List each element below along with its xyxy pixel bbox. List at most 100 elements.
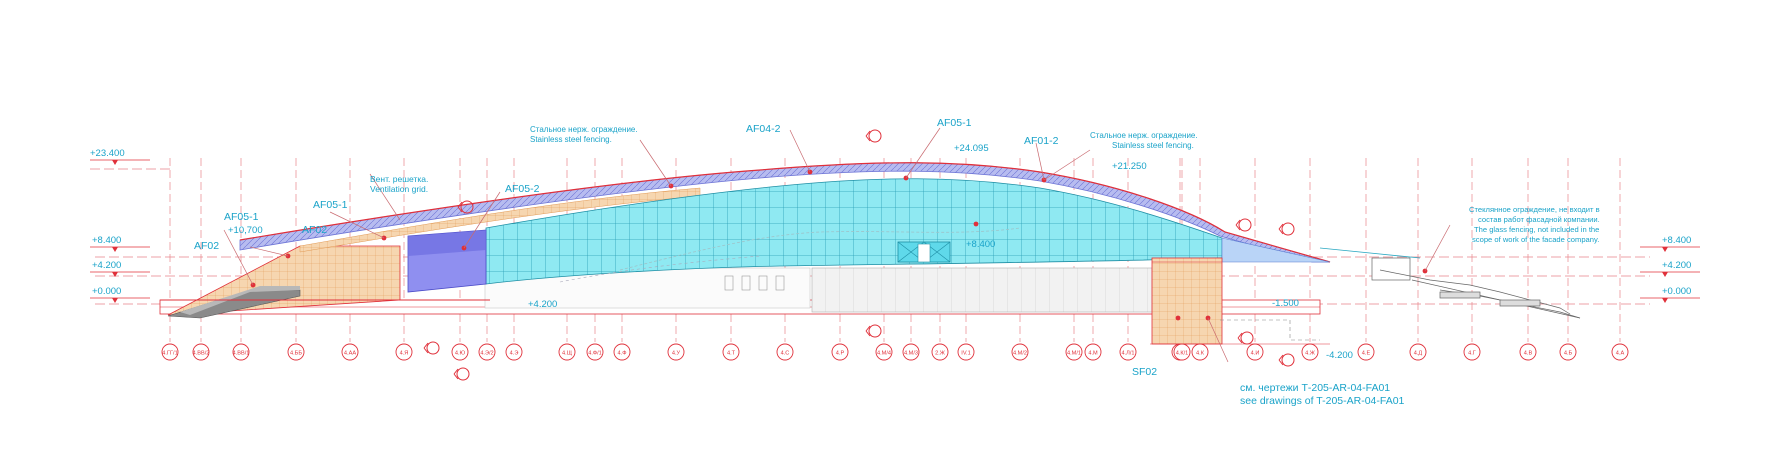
level-marker-4200-right: +4.200 — [1640, 260, 1700, 277]
axis-bubble-label: 4.Б — [1564, 351, 1573, 357]
label-af02-b: AF02 — [302, 224, 327, 236]
axis-bubble — [667, 343, 685, 361]
level-marker-8400-right: +8.400 — [1640, 235, 1700, 252]
label-glass-note-4: scope of work of the facade company. — [1472, 235, 1599, 244]
axis-bubble — [192, 343, 210, 361]
axis-bubble-label: 4.Ф — [618, 351, 627, 357]
axis-bubble — [1357, 343, 1375, 361]
section-marker-arrow — [457, 201, 463, 213]
label-af02-a: AF02 — [194, 240, 219, 252]
label-vent-ru: Вент. решетка. — [370, 174, 428, 184]
label-glass-note-2: состав работ фасадной компании. — [1478, 215, 1600, 224]
label-glass-note-1: Стеклянное ограждение, не входит в — [1469, 205, 1600, 214]
axis-bubble — [875, 343, 893, 361]
axis-bubble-label: 4.Щ — [562, 351, 573, 357]
axis-bubble — [1463, 343, 1481, 361]
axis-bubble-label: 4.А — [1616, 351, 1625, 357]
label-af05-1-b: AF05-1 — [313, 199, 348, 211]
axis-bubble-label: 4.ГГ/1 — [162, 351, 177, 357]
axis-bubble — [1065, 343, 1083, 361]
level-marker-8400-left: +8.400 — [90, 235, 150, 252]
axis-bubble-label: 4.АА — [344, 351, 356, 357]
annotations: AF02 AF05-1 +10,700 AF02 AF05-1 Вент. ре… — [194, 117, 1600, 407]
section-marker-arrow — [1278, 223, 1284, 235]
axis-bubble-label: 4.Г — [1468, 351, 1476, 357]
label-af01-2: AF01-2 — [1024, 135, 1059, 147]
level-text: +23.400 — [90, 148, 125, 159]
axis-bubble — [957, 343, 975, 361]
axis-bubble-label: 4.Ф/1 — [588, 351, 602, 357]
label-plus-10700: +10,700 — [228, 225, 263, 236]
label-see-ru: см. чертежи Т-205-AR-04-FA01 — [1240, 382, 1390, 394]
axis-bubble-label: 4.В — [1524, 351, 1533, 357]
label-af05-2: AF05-2 — [505, 183, 540, 195]
axis-bubble-label: 4.Ж — [1305, 351, 1316, 357]
axis-bubble-label: 4.Л/1 — [1121, 351, 1134, 357]
axis-bubble — [1611, 343, 1629, 361]
level-marker-0000-left: +0.000 — [90, 286, 150, 303]
base-structure — [159, 267, 1321, 315]
axis-bubble — [558, 343, 576, 361]
leader-lines — [223, 127, 1451, 363]
axis-bubble — [1301, 343, 1319, 361]
axis-bubble — [1011, 343, 1029, 361]
axis-bubble-label: 4.Ю — [455, 351, 466, 357]
label-glass-note-3: The glass fencing, not included in the — [1474, 225, 1599, 234]
left-podium — [160, 245, 490, 319]
axis-bubble — [505, 343, 523, 361]
axis-bubble-label: 4.И — [1251, 351, 1260, 357]
axis-bubble — [1119, 343, 1137, 361]
axis-bubble-label: 2.Ж — [935, 351, 946, 357]
axis-bubble-label: 4.М/2 — [1013, 351, 1027, 357]
section-marker — [1238, 218, 1252, 232]
axis-bubble — [395, 343, 413, 361]
label-plus-21250: +21.250 — [1112, 161, 1147, 172]
level-marker-0000-right: +0.000 — [1640, 286, 1700, 303]
axis-bubble — [831, 343, 849, 361]
axis-bubble — [931, 343, 949, 361]
label-steel-en-1: Stainless steel fencing. — [530, 135, 612, 144]
label-steel-ru-1: Стальное нерж. ограждение. — [530, 125, 638, 134]
section-marker — [1240, 331, 1254, 345]
axis-bubble — [613, 343, 631, 361]
axis-bubble — [287, 343, 305, 361]
axis-bubble-label: 4.Т — [727, 351, 736, 357]
axis-bubble — [1409, 343, 1427, 361]
label-steel-en-2: Stainless steel fencing. — [1112, 141, 1194, 150]
axis-bubble — [1084, 343, 1102, 361]
axis-bubble — [586, 343, 604, 361]
section-marker-arrow — [1237, 332, 1243, 344]
label-steel-ru-2: Стальное нерж. ограждение. — [1090, 131, 1198, 140]
axis-bubble — [232, 343, 250, 361]
level-text: +0.000 — [92, 286, 121, 297]
level-text: +4.200 — [1662, 260, 1691, 271]
axis-bubble — [1246, 343, 1264, 361]
central-entrance — [897, 241, 951, 263]
level-text: +4.200 — [92, 260, 121, 271]
axis-bubble-label: 4.М/1 — [1067, 351, 1081, 357]
label-see-en: see drawings of T-205-AR-04-FA01 — [1240, 395, 1405, 407]
section-marker — [868, 324, 882, 338]
section-marker-arrow — [453, 368, 459, 380]
section-marker-arrow — [865, 325, 871, 337]
axis-bubble — [341, 343, 359, 361]
axis-bubble-label: 4.ВВ/1 — [233, 351, 250, 357]
label-minus-4200: -4.200 — [1326, 350, 1353, 361]
section-marker — [868, 129, 882, 143]
axis-bubble — [1191, 343, 1209, 361]
level-marker-23400: +23.400 — [90, 148, 150, 165]
section-markers — [423, 129, 1295, 381]
ventilation-block — [407, 229, 487, 293]
level-text: +8.400 — [1662, 235, 1691, 246]
axis-bubble-label: 4.Д — [1414, 351, 1423, 357]
axis-bubble — [161, 343, 179, 361]
axis-bubble-label: 4.Е — [1362, 351, 1371, 357]
label-af05-1-c: AF05-1 — [937, 117, 972, 129]
axis-bubble — [1519, 343, 1537, 361]
label-sf02: SF02 — [1132, 366, 1157, 378]
level-marker-4200-left: +4.200 — [90, 260, 150, 277]
section-marker — [426, 341, 440, 355]
